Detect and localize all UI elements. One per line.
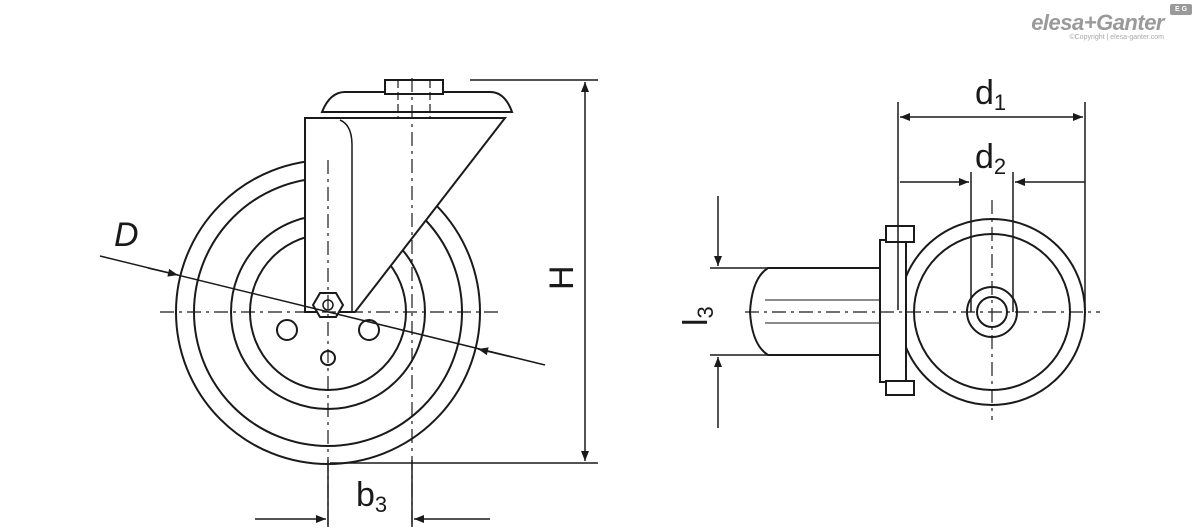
brand-logo: elesa+Ganter ©Copyright | elesa-ganter.c… xyxy=(1031,10,1164,41)
top-plate xyxy=(320,91,514,113)
label-d1: d1 xyxy=(975,74,1006,115)
hub-hole-left xyxy=(276,319,298,341)
front-view xyxy=(710,102,1100,428)
label-l3: l3 xyxy=(677,306,718,326)
fork-inner-edge xyxy=(339,119,353,312)
label-H: H xyxy=(543,265,581,290)
brand-copyright: ©Copyright | elesa-ganter.com xyxy=(1069,34,1164,41)
label-D: D xyxy=(114,216,139,254)
label-b3: b3 xyxy=(356,476,387,517)
front-bracket xyxy=(879,239,907,383)
front-bracket-bottom-nut xyxy=(885,380,915,396)
hub-hole-right xyxy=(358,319,380,341)
brand-name: elesa+Ganter xyxy=(1031,10,1164,35)
brand-badge: E G xyxy=(1170,4,1192,15)
front-bracket-top-nut xyxy=(885,225,915,243)
label-d2: d2 xyxy=(975,138,1006,179)
kingpin-top xyxy=(384,79,444,95)
side-view xyxy=(99,78,598,527)
